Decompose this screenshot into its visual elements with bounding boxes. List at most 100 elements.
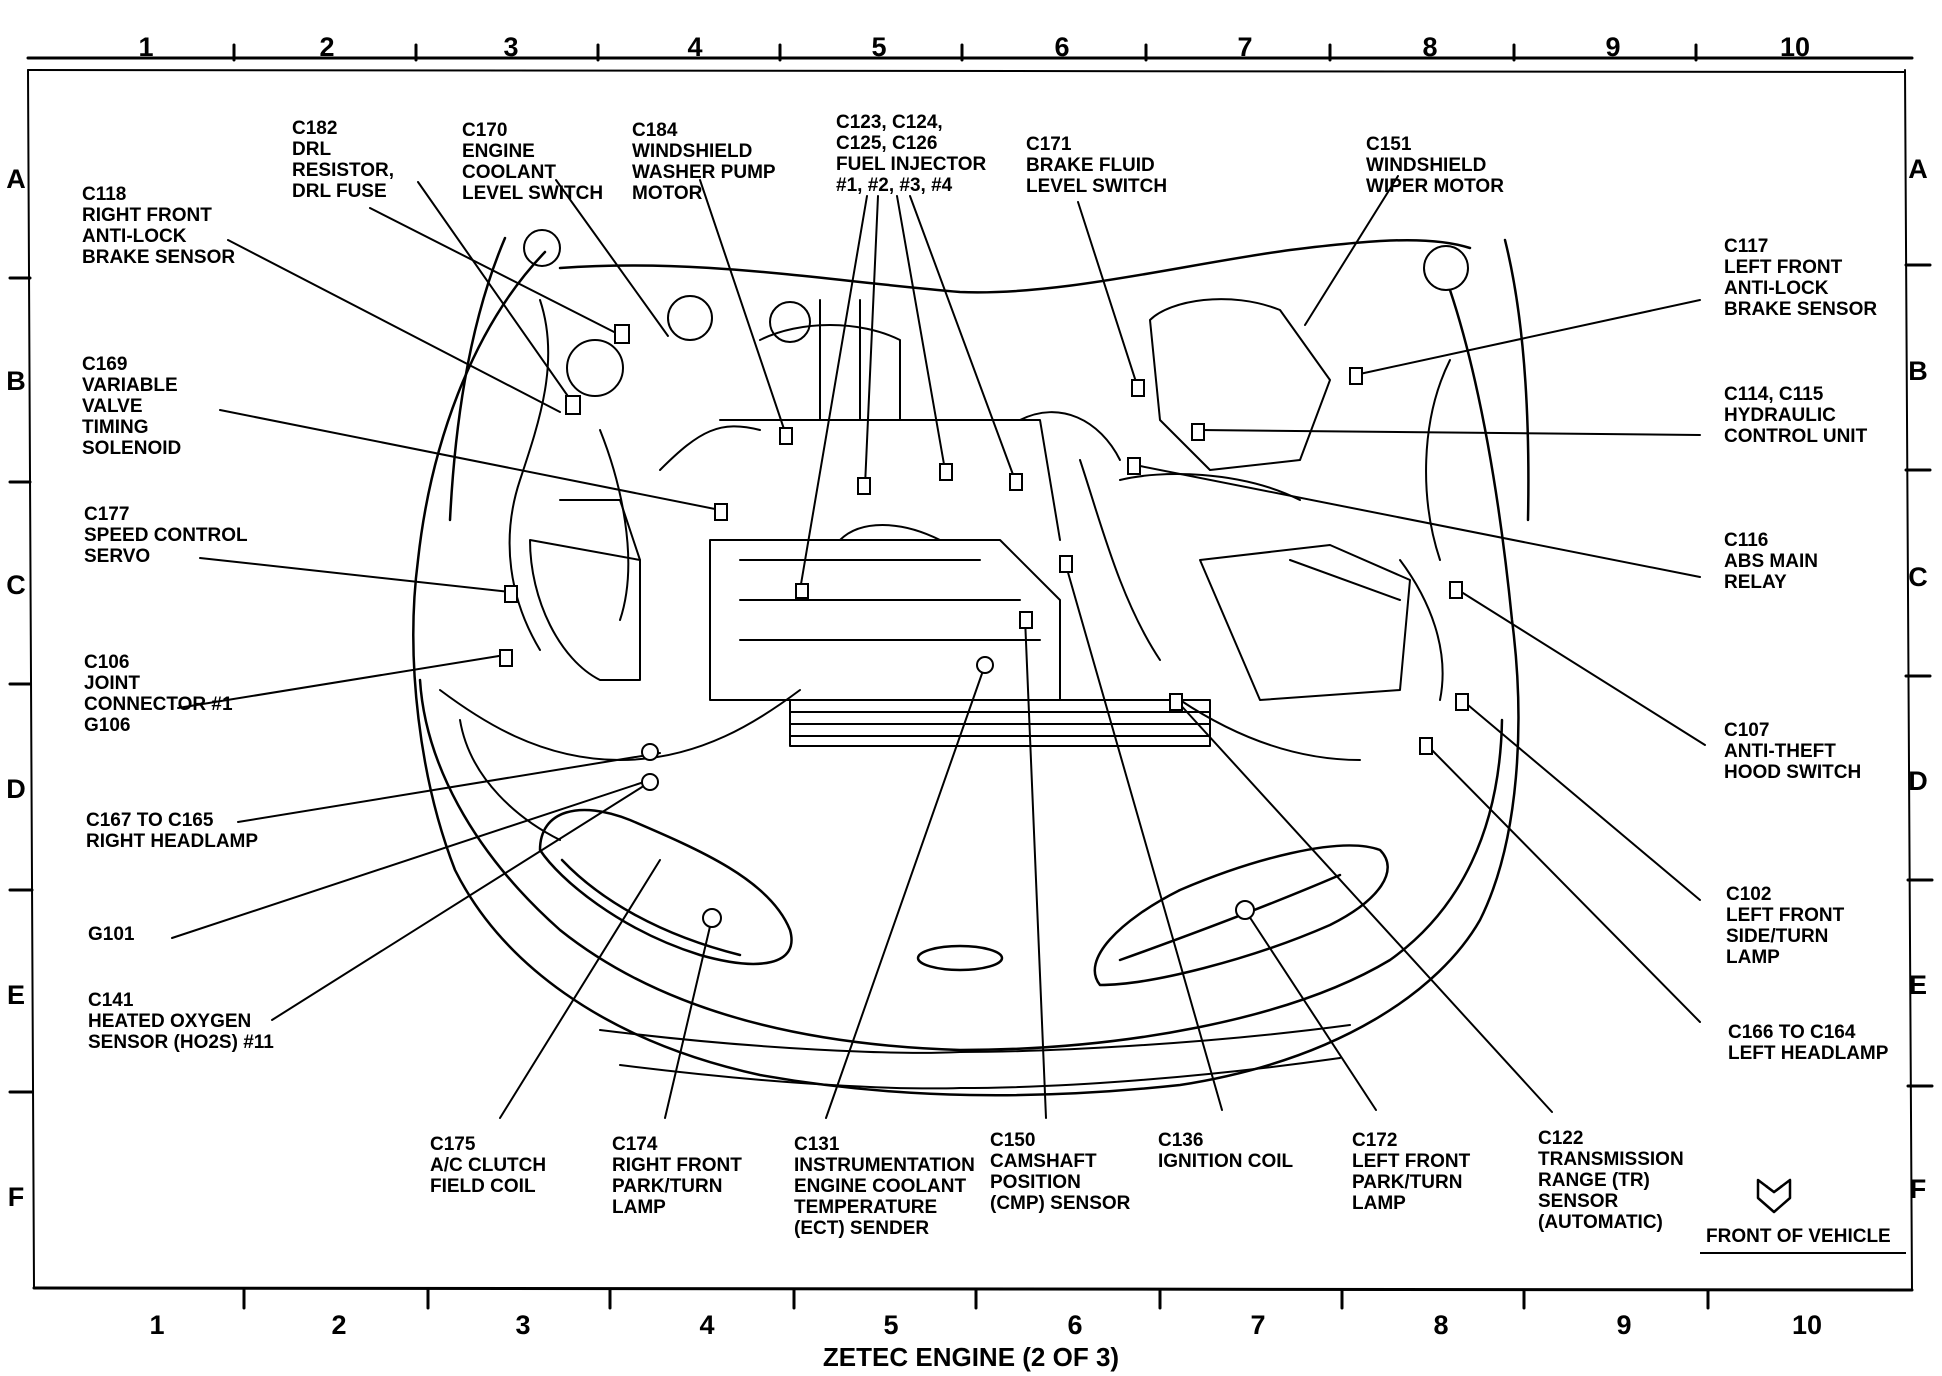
callout-line: ANTI-LOCK <box>1724 278 1829 299</box>
callout-line: A/C CLUTCH <box>430 1155 547 1176</box>
battery-airbox <box>1119 298 1411 701</box>
grid-row-right-d: D <box>1908 766 1928 796</box>
callout-line: C169 <box>82 354 128 375</box>
callout-line: CONNECTOR #1 <box>84 694 233 715</box>
callout-line: INSTRUMENTATION <box>794 1155 975 1176</box>
grid-row-right-a: A <box>1908 154 1928 184</box>
callout-line: BRAKE SENSOR <box>1724 299 1878 320</box>
callout-line: PARK/TURN <box>1352 1172 1463 1193</box>
callout-line: DRL FUSE <box>292 181 387 202</box>
callout-line: C114, C115 <box>1724 384 1824 405</box>
callout-line: WINDSHIELD <box>1366 155 1487 176</box>
right-headlamp-shape <box>538 808 793 966</box>
callout-line: C151 <box>1366 134 1412 155</box>
callout-line: HYDRAULIC <box>1724 405 1836 426</box>
grid-col-top-5: 5 <box>871 32 887 62</box>
callout-line: SENSOR <box>1538 1191 1619 1212</box>
callout-line: C141 <box>88 990 134 1011</box>
grid-row-left-b: B <box>6 366 26 396</box>
callout-line: C116 <box>1724 530 1769 551</box>
callout-line: RIGHT FRONT <box>82 205 212 226</box>
grid-row-right-e: E <box>1908 970 1927 1000</box>
callout-line: RIGHT HEADLAMP <box>86 831 259 852</box>
callout-line: G106 <box>84 715 131 736</box>
frame-left-line <box>27 69 35 1289</box>
callout-line: C102 <box>1726 884 1772 905</box>
callout-line: SIDE/TURN <box>1726 926 1829 947</box>
engine-block <box>659 299 1061 701</box>
grid-col-bottom-8: 8 <box>1433 1310 1449 1340</box>
diagram-title: ZETEC ENGINE (2 OF 3) <box>822 1342 1120 1372</box>
vehicle-body-outline <box>412 236 1530 1097</box>
callout-line: LEFT HEADLAMP <box>1728 1043 1889 1064</box>
callout-line: WASHER PUMP <box>632 162 776 183</box>
callout-line: FIELD COIL <box>430 1176 536 1197</box>
callout-line: JOINT <box>84 673 140 694</box>
callout-line: C174 <box>612 1134 658 1155</box>
callout-line: C122 <box>1538 1128 1584 1149</box>
callout-line: C150 <box>990 1130 1036 1151</box>
top-tick-marks <box>232 43 1698 62</box>
callout-line: SPEED CONTROL <box>84 525 248 546</box>
callout-line: C118 <box>82 184 127 205</box>
callout-line: LEFT FRONT <box>1352 1151 1471 1172</box>
right-tick-marks <box>1904 263 1934 1088</box>
frame-bottom-line <box>32 1286 1914 1292</box>
grid-row-right-c: C <box>1908 562 1928 592</box>
callout-line: C125, C126 <box>836 133 938 154</box>
callout-line: SENSOR (HO2S) #11 <box>88 1032 274 1053</box>
callout-line: LEFT FRONT <box>1726 905 1845 926</box>
grid-col-bottom-3: 3 <box>515 1310 531 1340</box>
grid-col-bottom-6: 6 <box>1067 1310 1083 1340</box>
grid-col-top-3: 3 <box>503 32 519 62</box>
grid-col-top-7: 7 <box>1237 32 1253 62</box>
callout-line: LEVEL SWITCH <box>462 183 604 204</box>
left-tick-marks <box>8 276 34 1094</box>
left-headlamp-shape <box>1093 844 1389 987</box>
callout-line: (AUTOMATIC) <box>1538 1212 1663 1233</box>
grid-col-bottom-5: 5 <box>883 1310 899 1340</box>
callout-line: HEATED OXYGEN <box>88 1011 252 1032</box>
grid-col-top-1: 1 <box>138 32 154 62</box>
callout-line: TRANSMISSION <box>1538 1149 1684 1170</box>
callout-line: MOTOR <box>632 183 703 204</box>
callout-line: C166 TO C164 <box>1728 1022 1856 1043</box>
callout-line: C106 <box>84 652 130 673</box>
callout-line: C167 TO C165 <box>86 810 214 831</box>
grid-col-bottom-7: 7 <box>1250 1310 1266 1340</box>
callout-g101: G101 <box>88 924 134 945</box>
callout-line: SOLENOID <box>82 438 182 459</box>
frame-inner-top <box>27 69 1906 73</box>
callout-line: ABS MAIN <box>1724 551 1818 572</box>
grid-col-top-4: 4 <box>687 32 703 62</box>
front-of-vehicle-label: FRONT OF VEHICLE <box>1706 1226 1891 1247</box>
callout-line: C131 <box>794 1134 840 1155</box>
callout-line: C123, C124, <box>836 112 943 133</box>
callout-line: POSITION <box>990 1172 1081 1193</box>
leader-lines <box>171 175 1706 1119</box>
callout-line: (CMP) SENSOR <box>990 1193 1131 1214</box>
callout-line: C107 <box>1724 720 1770 741</box>
front-arrow-icon <box>1756 1178 1792 1214</box>
callout-line: CONTROL UNIT <box>1724 426 1868 447</box>
callout-line: C171 <box>1026 134 1072 155</box>
grid-col-bottom-1: 1 <box>149 1310 165 1340</box>
